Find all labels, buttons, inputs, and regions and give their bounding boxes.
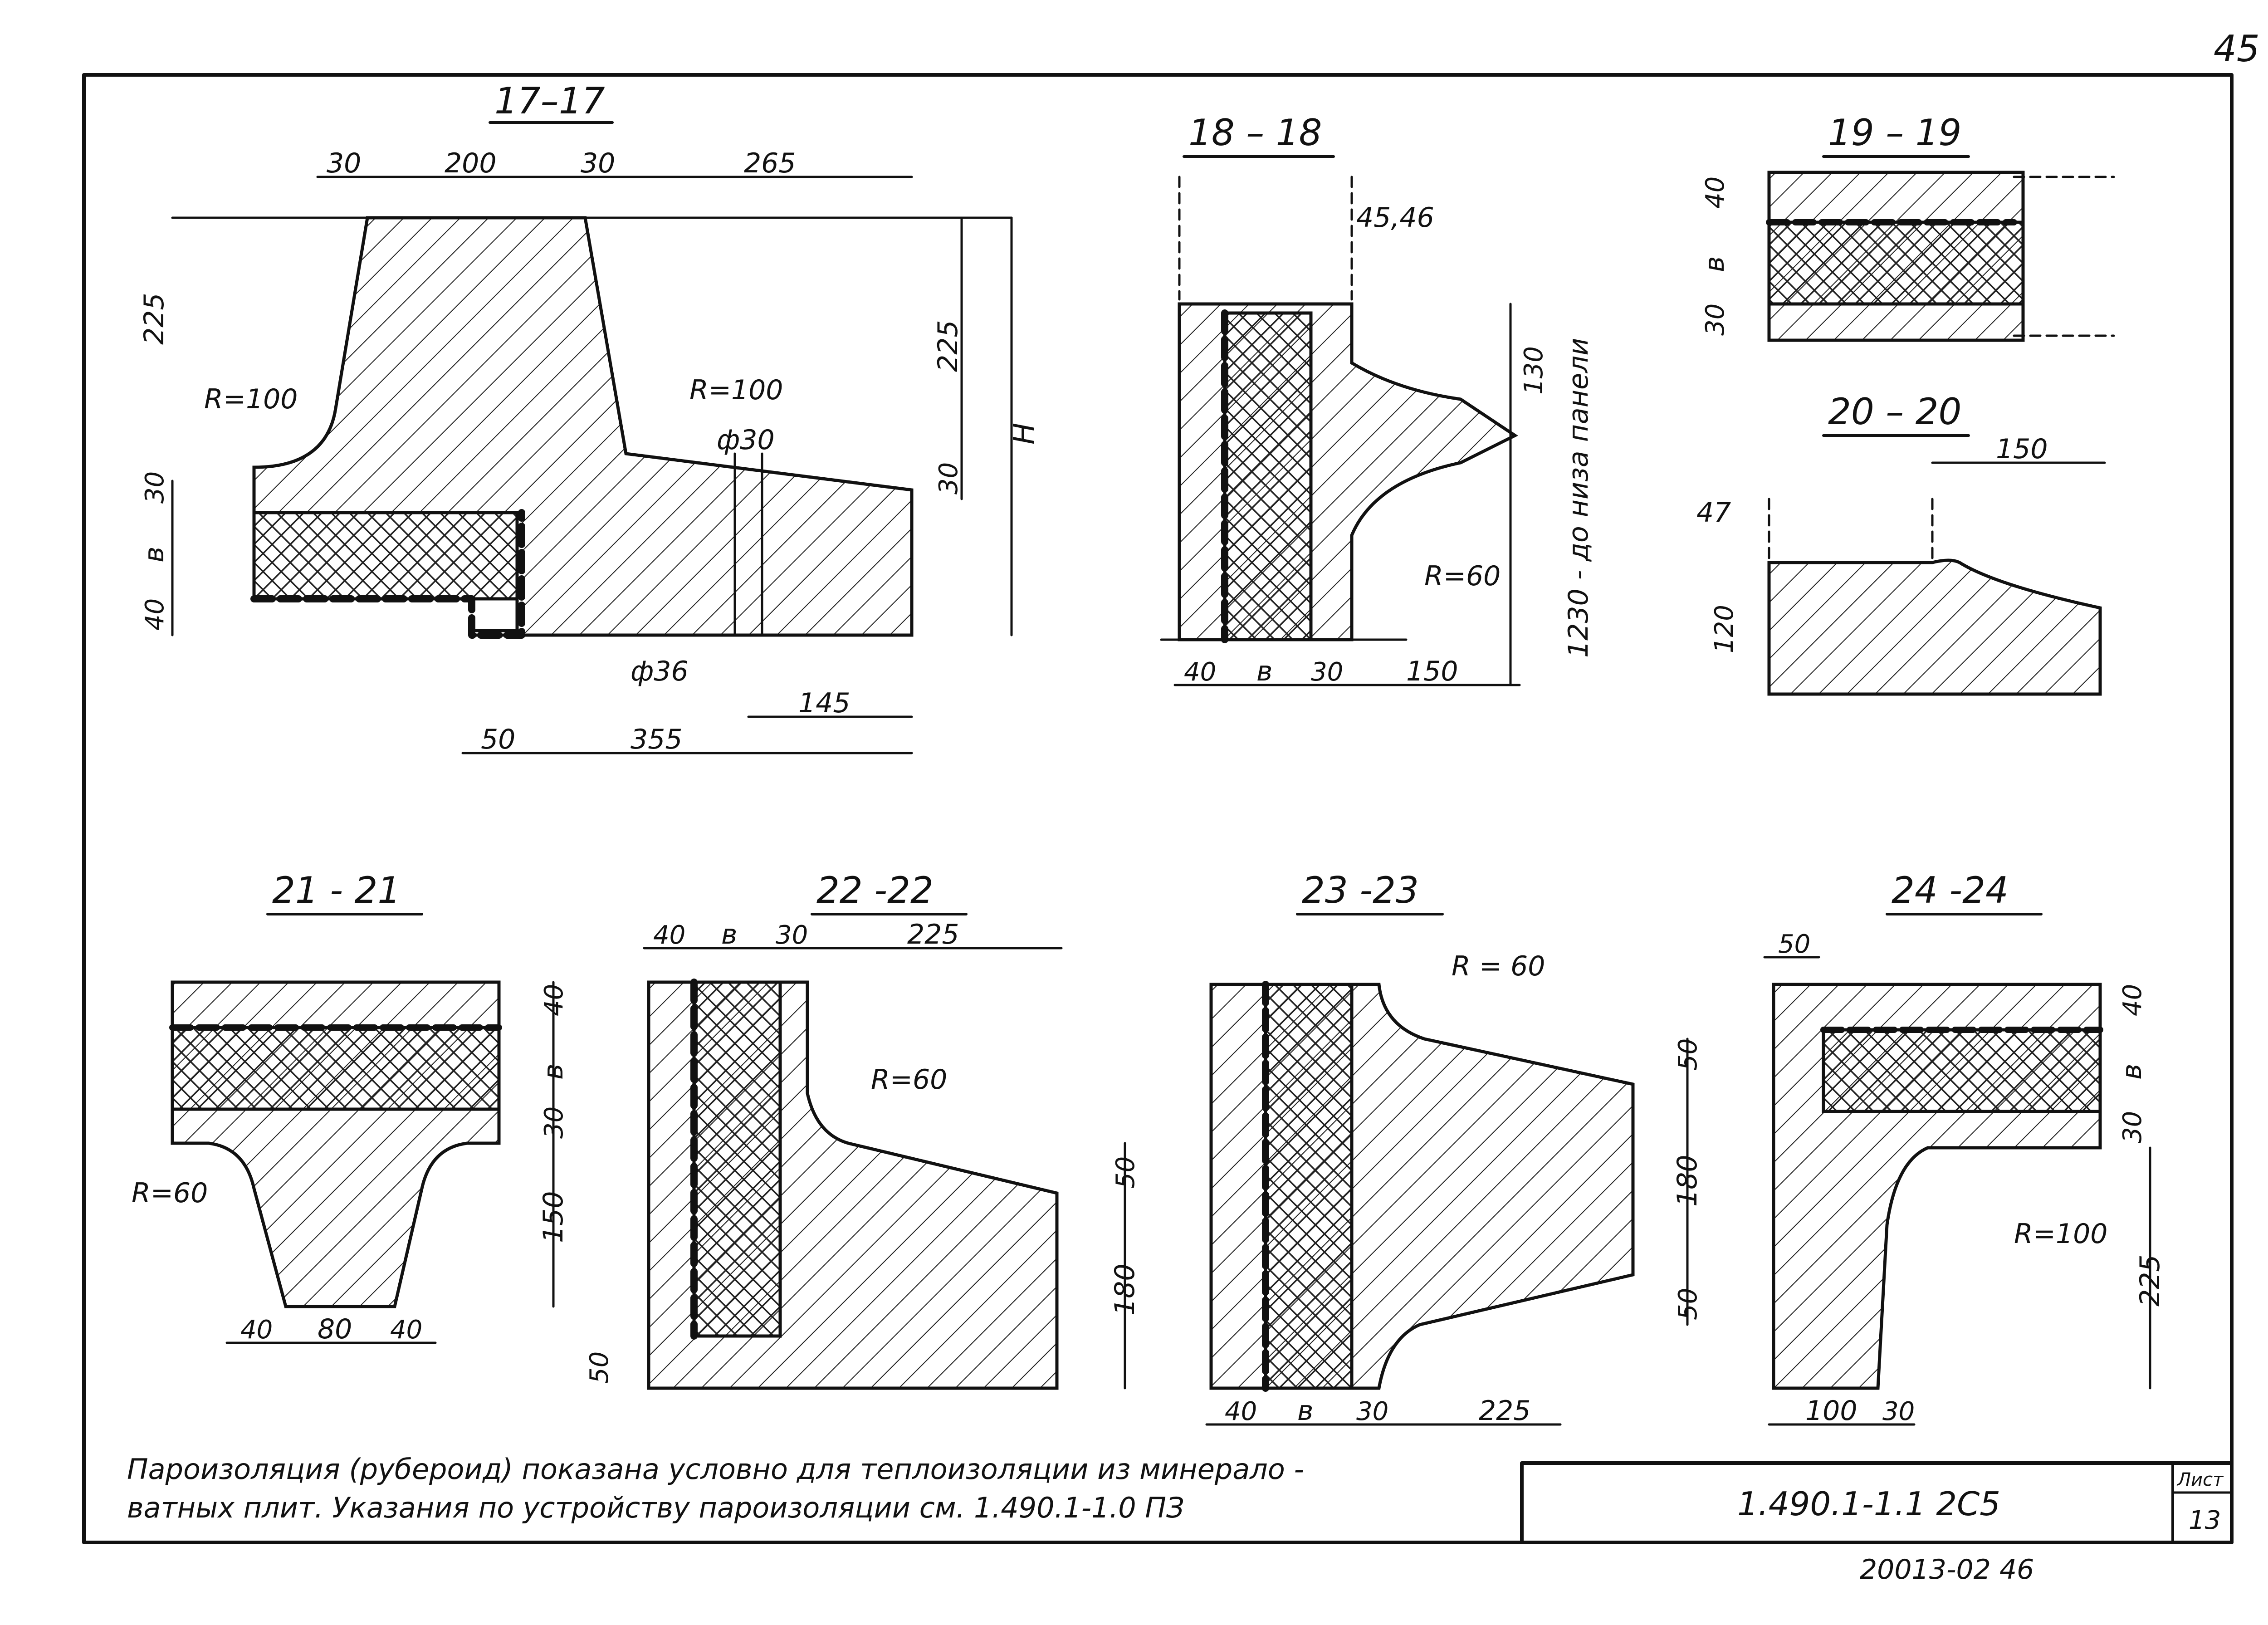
dim-label: 40 [653,920,685,950]
dim-label: R=60 [132,1177,208,1209]
dim-label: 100 [1805,1395,1857,1427]
title-block: 1.490.1-1.1 2C5 Лист 13 [1520,1461,2234,1544]
dim-label: 30 [581,147,615,179]
dim-label: 225 [138,293,170,345]
dim-label: 47 [1696,497,1731,529]
insulation-slab [1822,1028,2102,1113]
dim-label: 30 [776,920,808,950]
dim-label: R=100 [204,383,298,415]
dim-label: 265 [744,147,796,179]
dim-label: 30 [934,462,963,494]
dim-label: 180 [1109,1263,1141,1316]
dim-label: 150 [538,1191,569,1243]
dim-label: 225 [1479,1395,1531,1427]
sheet-label: Лист [2176,1469,2224,1490]
dim-label: 30 [1701,303,1730,336]
dim-label: ф36 [631,656,689,687]
dim-label: в [538,1064,569,1080]
dim-label: ф30 [717,424,775,456]
dim-label: R=60 [871,1064,947,1096]
section-title: 20 – 20 [1828,391,1961,433]
dim-label: 50 [1673,1038,1703,1071]
section-title: 19 – 19 [1828,112,1961,154]
section-21-21: 21 - 21 40 в 30 150 R=60 40 80 40 [132,869,569,1345]
dim-label: 40 [390,1315,422,1345]
note-line-1: Пароизоляция (рубероид) показана условно… [127,1453,1304,1486]
concrete-rib [1767,558,2102,696]
section-23-23: 23 -23 R = 60 50 180 50 40 в 30 225 [1205,869,1703,1427]
dim-label: 180 [1672,1155,1703,1207]
insulation-slab [1264,983,1354,1390]
dim-label: в [138,547,170,563]
insulation-slab [692,980,782,1338]
dim-label: 40 [1225,1397,1257,1426]
section-24-24: 24 -24 50 40 в 30 R=100 225 100 30 [1763,869,2166,1427]
dim-label: 120 [1710,605,1739,653]
dim-label: 225 [2134,1254,2166,1307]
dim-label: 150 [1406,656,1458,687]
dim-label: 50 [1111,1156,1140,1189]
dim-label: R=60 [1424,560,1501,592]
dim-label: 40 [1184,657,1216,687]
section-17-17: 17–17 30 200 30 265 225 225 H R=100 R=10… [138,80,1041,755]
dim-label: R=100 [2014,1218,2107,1250]
dim-label: 30 [2118,1111,2147,1143]
insulation-slab [1767,220,2025,306]
dim-label: 145 [798,687,850,719]
dim-label: 225 [907,919,959,950]
dim-label: 30 [140,471,170,504]
dim-label: 30 [327,147,361,179]
dim-label: 50 [1778,930,1810,959]
dim-label: 40 [240,1315,273,1345]
dim-label: 80 [318,1313,352,1345]
insulation-slab [252,511,519,601]
dim-label: 225 [932,320,964,372]
insulation-slab [1223,311,1313,641]
section-title: 24 -24 [1892,869,2009,911]
dim-label: 50 [585,1351,614,1384]
archive-number: 20013-02 46 [1860,1554,2034,1586]
dim-label: 40 [1701,176,1730,209]
section-title: 18 – 18 [1188,112,1322,154]
section-18-18: 18 – 18 45,46 130 1230 - до низа панели … [1160,112,1594,687]
drawing-designation: 1.490.1-1.1 2C5 [1737,1485,2000,1523]
dim-label: H [1008,423,1041,445]
dim-label: в [1297,1395,1313,1427]
dim-label: 150 [1996,433,2048,465]
dim-label: 30 [1356,1397,1388,1426]
sheet-number: 13 [2189,1506,2221,1535]
dim-label: 50 [481,724,515,755]
dim-label: 40 [140,598,170,631]
dim-label: 40 [2118,984,2147,1016]
dim-label: 30 [1882,1397,1915,1426]
dim-label: 30 [539,1106,569,1139]
dim-label: в [1256,656,1272,687]
dim-label: 1230 - до низа панели [1563,338,1594,658]
sheet-frame [82,73,2234,1544]
section-20-20: 20 – 20 150 47 120 [1696,391,2106,696]
dim-label: 30 [1311,657,1343,687]
section-title: 21 - 21 [272,869,401,911]
section-22-22: 22 -22 40 в 30 225 R=60 50 180 50 [585,869,1141,1390]
note-line-2: ватных плит. Указания по устройству паро… [127,1491,1184,1524]
dim-label: в [721,919,737,950]
insulation-slab [171,1026,501,1111]
section-title: 22 -22 [816,869,934,911]
dim-label: R = 60 [1452,950,1545,982]
dim-label: 200 [445,147,497,179]
dim-label: в [1699,256,1730,272]
page-number: 45 [2214,28,2260,70]
dim-label: в [2116,1064,2148,1080]
section-title: 17–17 [494,80,605,122]
vapor-barrier [250,509,525,639]
section-title: 23 -23 [1302,869,1419,911]
dim-label: 40 [539,984,569,1016]
dim-label: R=100 [689,374,783,406]
dim-label: 45,46 [1356,202,1434,234]
dim-label: 50 [1673,1288,1703,1320]
section-19-19: 19 – 19 40 в 30 [1699,112,2115,342]
dim-label: 130 [1519,346,1549,395]
dim-label: 355 [631,724,683,755]
